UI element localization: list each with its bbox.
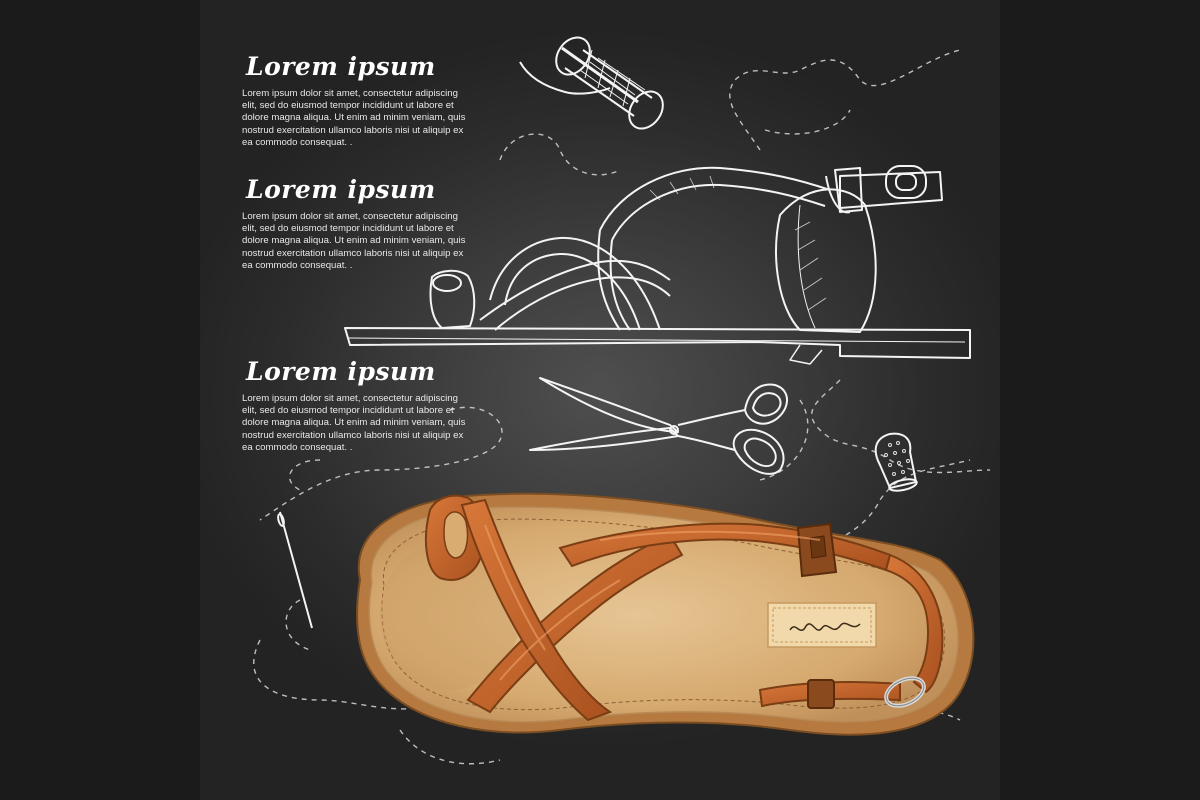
sandal-sketch-icon bbox=[344, 165, 971, 365]
left-frame bbox=[0, 0, 200, 800]
text-block-3: Lorem ipsum Lorem ipsum dolor sit amet, … bbox=[242, 357, 472, 454]
chalk-artwork bbox=[253, 36, 991, 765]
block-body: Lorem ipsum dolor sit amet, consectetur … bbox=[242, 88, 466, 148]
chalkboard: Lorem ipsum Lorem ipsum dolor sit amet, … bbox=[200, 0, 1000, 800]
block-heading: Lorem ipsum bbox=[246, 357, 436, 386]
block-body: Lorem ipsum dolor sit amet, consectetur … bbox=[242, 211, 466, 271]
thimble-icon bbox=[874, 432, 918, 492]
right-frame bbox=[1000, 0, 1200, 800]
text-block-2: Lorem ipsum Lorem ipsum dolor sit amet, … bbox=[242, 175, 472, 272]
sandal-illustration-icon bbox=[356, 492, 975, 736]
scissors-icon bbox=[529, 377, 788, 475]
block-heading: Lorem ipsum bbox=[246, 52, 436, 81]
needle-icon bbox=[277, 511, 313, 629]
block-body: Lorem ipsum dolor sit amet, consectetur … bbox=[242, 393, 466, 453]
thread-spool-icon bbox=[519, 36, 664, 130]
text-block-1: Lorem ipsum Lorem ipsum dolor sit amet, … bbox=[242, 52, 472, 149]
block-heading: Lorem ipsum bbox=[246, 175, 436, 204]
